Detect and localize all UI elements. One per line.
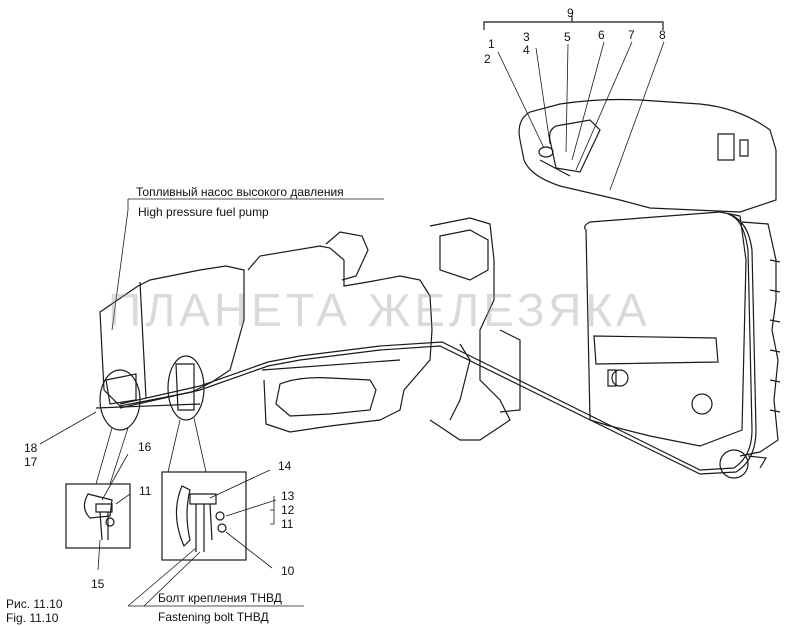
bolt-label-en: Fastening bolt ТНВД — [158, 610, 269, 624]
pump-label-en: High pressure fuel pump — [138, 205, 269, 219]
callout-2: 2 — [484, 52, 491, 66]
pump-leader — [111, 198, 384, 331]
callout-5: 5 — [564, 30, 571, 44]
bolt-caption-leaders — [127, 547, 304, 607]
callout-8: 8 — [659, 28, 666, 42]
callout-15: 15 — [91, 577, 105, 591]
right-fuel-tank — [584, 211, 781, 457]
callout-4: 4 — [523, 43, 530, 57]
figure-number-en: Fig. 11.10 — [6, 611, 59, 625]
callout-9-bracket — [483, 16, 664, 30]
callout-18: 18 — [24, 441, 38, 455]
callout-10: 10 — [281, 564, 295, 578]
callout-11-left: 11 — [139, 484, 152, 498]
callout-14: 14 — [278, 459, 292, 473]
callout-7: 7 — [628, 28, 635, 42]
callout-16: 16 — [138, 440, 152, 454]
bolt-label-ru: Болт крепления ТНВД — [158, 591, 282, 605]
callout-13: 13 — [281, 489, 295, 503]
detail-marker-right — [167, 355, 205, 421]
callout-3: 3 — [523, 30, 530, 44]
callout-9: 9 — [567, 6, 574, 20]
watermark: ПЛАНЕТА ЖЕЛЕЗЯКА — [108, 284, 651, 336]
engine-block — [99, 217, 521, 441]
detail-box-left — [65, 453, 131, 571]
pump-label-ru: Топливный насос высокого давления — [136, 185, 344, 199]
callout-6: 6 — [598, 28, 605, 42]
detail-leaders — [39, 411, 207, 485]
callout-12: 12 — [281, 503, 295, 517]
callout-11-right: 11 — [281, 517, 294, 531]
detail-marker-left — [95, 369, 201, 431]
upper-fuel-tank — [518, 98, 777, 213]
detail-box-right — [161, 469, 277, 569]
callout-leaders-top — [497, 41, 665, 191]
fuel-line-pipe — [119, 213, 767, 479]
figure-number-ru: Рис. 11.10 — [6, 597, 63, 611]
callout-17: 17 — [24, 455, 38, 469]
callout-1: 1 — [488, 37, 495, 51]
